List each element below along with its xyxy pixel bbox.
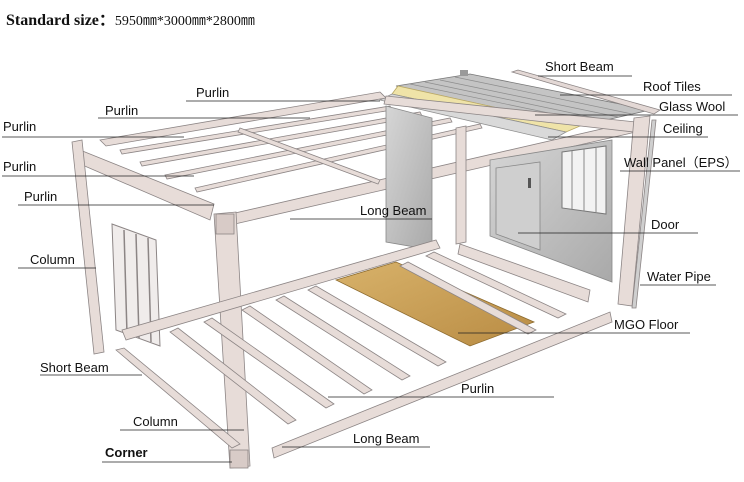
- label-mgo-floor: MGO Floor: [614, 317, 679, 332]
- column-left: [71, 139, 105, 355]
- label-corner: Corner: [105, 445, 148, 460]
- standard-size-title: Standard size：5950㎜*3000㎜*2800㎜: [6, 6, 255, 30]
- bottom-purlin-1: [169, 327, 297, 425]
- corner-fitting-top: [215, 213, 235, 235]
- bottom-purlin-4: [275, 295, 411, 381]
- top-purlin-5: [237, 127, 381, 185]
- corner-fitting-bottom: [229, 449, 249, 469]
- label-door: Door: [651, 217, 680, 232]
- bottom-front-long-beam: [271, 311, 613, 459]
- label-purlin-2: Purlin: [105, 103, 139, 118]
- top-back-long-beam: [99, 91, 387, 147]
- standard-size-label: Standard size：: [6, 12, 115, 29]
- label-purlin-bottom: Purlin: [461, 381, 495, 396]
- label-purlin-4: Purlin: [3, 159, 37, 174]
- wall-group: [111, 105, 613, 347]
- label-column-bottom: Column: [133, 414, 178, 429]
- bottom-frame: [115, 239, 613, 459]
- door: [495, 161, 541, 251]
- column-back: [455, 125, 467, 245]
- label-purlin-1: Purlin: [196, 85, 230, 100]
- bottom-back-long-beam: [121, 239, 441, 341]
- bottom-left-short-beam: [115, 347, 241, 449]
- bottom-purlin-7: [425, 251, 567, 319]
- standard-size-value: 5950㎜*3000㎜*2800㎜: [114, 14, 255, 29]
- label-purlin-3: Purlin: [3, 119, 37, 134]
- bottom-purlin-2: [203, 317, 335, 409]
- top-purlin-2: [139, 111, 423, 167]
- label-short-beam-bottom: Short Beam: [40, 360, 109, 375]
- leader-lines: [2, 75, 740, 463]
- door-handle: [528, 178, 531, 188]
- wall-window-bars: [571, 148, 597, 212]
- bottom-purlin-6: [399, 261, 537, 335]
- bottom-purlin-5: [307, 285, 447, 367]
- label-wall-panel: Wall Panel（EPS）: [624, 155, 738, 170]
- label-short-beam-top: Short Beam: [545, 59, 614, 74]
- bottom-right-short-beam: [457, 243, 591, 303]
- water-pipe: [631, 119, 657, 309]
- label-long-beam-top: Long Beam: [360, 203, 427, 218]
- label-long-beam-bottom: Long Beam: [353, 431, 420, 446]
- label-water-pipe: Water Pipe: [647, 269, 711, 284]
- label-glass-wool: Glass Wool: [659, 99, 726, 114]
- mgo-floor: [334, 261, 536, 347]
- bottom-purlin-3: [241, 305, 373, 395]
- top-purlin-3: [164, 117, 453, 180]
- short-beam-top: [510, 69, 661, 115]
- roof-vent: [460, 70, 468, 76]
- label-ceiling: Ceiling: [663, 121, 703, 136]
- label-roof-tiles: Roof Tiles: [643, 79, 701, 94]
- label-column-left: Column: [30, 252, 75, 267]
- interior-partition-panel: [385, 105, 433, 251]
- label-purlin-5: Purlin: [24, 189, 58, 204]
